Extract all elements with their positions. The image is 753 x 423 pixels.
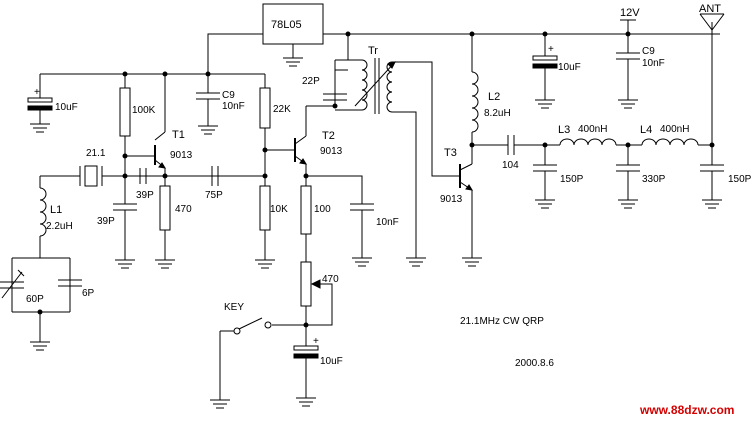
resistor-470 [159, 185, 171, 231]
watermark: www.88dzw.com [639, 403, 734, 417]
crystal-21-1mhz [79, 165, 103, 187]
capacitor-22p [323, 60, 347, 101]
capacitor-c9-mid [196, 74, 220, 135]
svg-text:L4: L4 [640, 124, 652, 136]
svg-text:9013: 9013 [170, 150, 193, 161]
resistor-100 [300, 185, 312, 235]
svg-text:470: 470 [175, 204, 192, 215]
regulator-label: 78L05 [271, 19, 302, 31]
capacitor-6p [58, 279, 82, 287]
svg-text:L3: L3 [558, 124, 570, 136]
inductor-l3 [559, 138, 617, 146]
svg-text:100K: 100K [132, 105, 156, 116]
resistor-10k [259, 185, 271, 231]
svg-text:39P: 39P [97, 216, 115, 227]
resistor-22k [259, 87, 271, 129]
svg-text:21.1: 21.1 [86, 148, 106, 159]
svg-text:+: + [313, 336, 319, 347]
trimmer-capacitor-60p [0, 269, 25, 299]
svg-text:T1: T1 [172, 129, 185, 141]
transistor-t1 [125, 74, 166, 186]
svg-text:+: + [34, 87, 40, 98]
svg-text:400nH: 400nH [660, 124, 689, 135]
svg-text:330P: 330P [642, 174, 666, 185]
svg-text:KEY: KEY [224, 302, 244, 313]
circuit-title: 21.1MHz CW QRP [460, 316, 544, 327]
capacitor-10nf-emitter [350, 203, 374, 267]
potentiometer-470 [300, 261, 312, 307]
svg-text:C9: C9 [222, 90, 235, 101]
svg-text:150P: 150P [728, 174, 752, 185]
inductor-l4 [641, 138, 699, 146]
svg-text:22K: 22K [273, 104, 291, 115]
svg-text:+: + [548, 44, 554, 55]
antenna-icon [699, 13, 725, 145]
capacitor-104 [507, 135, 515, 155]
svg-text:L1: L1 [50, 204, 62, 216]
svg-text:9013: 9013 [320, 146, 343, 157]
svg-text:8.2uH: 8.2uH [484, 108, 511, 119]
svg-text:2.2uH: 2.2uH [46, 221, 73, 232]
svg-text:C9: C9 [642, 46, 655, 57]
svg-text:9013: 9013 [440, 194, 463, 205]
svg-text:ANT: ANT [699, 3, 721, 15]
svg-text:6P: 6P [82, 288, 95, 299]
svg-text:400nH: 400nH [578, 124, 607, 135]
svg-text:60P: 60P [26, 294, 44, 305]
capacitor-10uf-key [293, 345, 319, 407]
svg-text:10nF: 10nF [642, 58, 665, 69]
svg-text:T3: T3 [444, 147, 457, 159]
transformer-secondary [386, 61, 393, 113]
svg-text:10uF: 10uF [558, 62, 581, 73]
svg-text:470: 470 [322, 274, 339, 285]
svg-text:10nF: 10nF [222, 101, 245, 112]
inductor-l2 [471, 71, 479, 133]
transistor-t3 [445, 163, 482, 267]
capacitor-10uf-supply [532, 34, 558, 109]
svg-text:T2: T2 [322, 130, 335, 142]
svg-text:10uF: 10uF [320, 356, 343, 367]
capacitor-39p-feedback [139, 168, 147, 184]
capacitor-10uf-left [27, 74, 53, 133]
svg-text:10uF: 10uF [55, 102, 78, 113]
resistor-100k [119, 87, 131, 137]
svg-text:39P: 39P [136, 190, 154, 201]
transistor-t2 [265, 106, 307, 186]
svg-text:104: 104 [502, 160, 519, 171]
capacitor-150p-a [533, 145, 557, 209]
capacitor-39p-ground [113, 176, 137, 269]
svg-text:10nF: 10nF [376, 217, 399, 228]
capacitor-330p [616, 145, 640, 209]
svg-text:75P: 75P [205, 190, 223, 201]
label-12v: 12V [620, 7, 640, 19]
ground-symbol [283, 57, 303, 67]
capacitor-c9-top [616, 34, 640, 109]
inductor-l1 [39, 187, 47, 237]
svg-text:10K: 10K [270, 204, 288, 215]
circuit-date: 2000.8.6 [515, 358, 554, 369]
capacitor-150p-b [700, 145, 724, 209]
key-switch [210, 317, 306, 409]
svg-text:22P: 22P [302, 76, 320, 87]
transformer-primary [361, 59, 368, 111]
svg-text:150P: 150P [560, 174, 584, 185]
svg-text:100: 100 [314, 204, 331, 215]
svg-text:L2: L2 [488, 91, 500, 103]
svg-text:Tr: Tr [368, 45, 378, 57]
